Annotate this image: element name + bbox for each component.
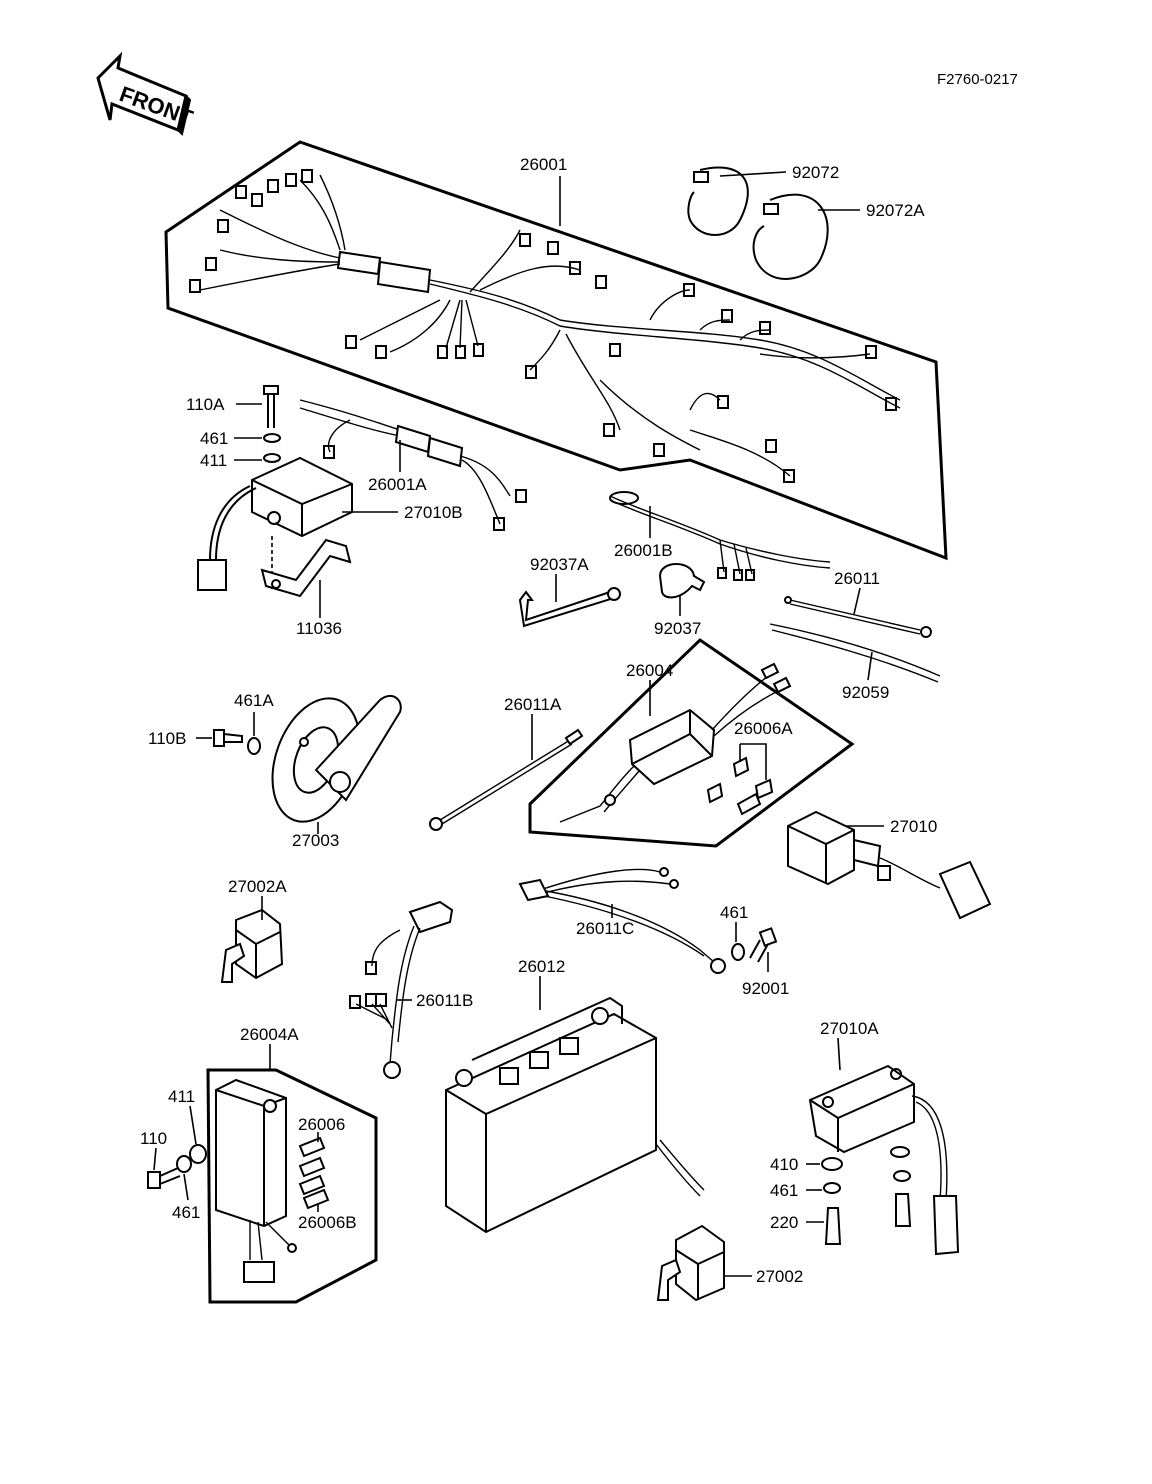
fuse-26006B [298, 1174, 330, 1210]
label-26001B: 26001B [614, 541, 673, 560]
leader-26011 [853, 587, 861, 615]
leader-411-bot [189, 1105, 197, 1145]
fuse-26006A [706, 756, 774, 816]
leader-110 [153, 1147, 157, 1171]
label-411-top: 411 [200, 451, 227, 470]
document-code: F2760-0217 [937, 71, 1018, 88]
label-461A: 461A [234, 691, 274, 710]
label-26004A: 26004A [240, 1025, 299, 1044]
label-92037: 92037 [654, 619, 701, 638]
nut-461A [247, 737, 261, 755]
label-92072A: 92072A [866, 201, 925, 220]
leader-26006A [739, 743, 767, 780]
label-461-bot: 461 [172, 1203, 200, 1222]
washer-461-mid [731, 943, 745, 961]
label-461-mid: 461 [720, 903, 748, 922]
label-410: 410 [770, 1155, 798, 1174]
washer-411-bot [189, 1144, 207, 1164]
label-26001A: 26001A [368, 475, 427, 494]
label-110A: 110A [186, 395, 225, 414]
washer-461-top [263, 433, 281, 443]
label-26006A: 26006A [734, 719, 793, 738]
tube-92059 [769, 623, 941, 683]
label-411-bot: 411 [168, 1087, 195, 1106]
band-92072 [687, 166, 749, 236]
label-27010A: 27010A [820, 1019, 879, 1038]
horn-27003 [271, 694, 402, 823]
clamp-92037 [658, 563, 706, 599]
washer-411-top [263, 453, 281, 463]
clamp-92037A [518, 587, 621, 628]
label-26011C: 26011C [576, 919, 634, 938]
label-27002A: 27002A [228, 877, 287, 896]
sub-harness-26001B [609, 491, 831, 581]
ignitor-26004A-group-outline [206, 1068, 378, 1304]
bolt-92001 [749, 927, 778, 963]
label-26011: 26011 [834, 569, 880, 588]
label-27003: 27003 [292, 831, 339, 850]
sub-harness-26001A [299, 399, 527, 531]
ignitor-26004A [215, 1078, 297, 1283]
label-92001: 92001 [742, 979, 789, 998]
ground-wire-26011 [784, 596, 932, 638]
label-92037A: 92037A [530, 555, 589, 574]
hardware-set-right [890, 1146, 912, 1227]
main-harness-group-outline [164, 140, 948, 561]
leader-92059 [867, 651, 873, 681]
leader-461-bot [183, 1173, 189, 1201]
nut-461-bot [176, 1155, 192, 1173]
relay-27002 [656, 1224, 725, 1302]
label-26011B: 26011B [416, 991, 473, 1010]
label-26006B: 26006B [298, 1213, 357, 1232]
regulator-27010A [808, 1064, 960, 1256]
label-461-br: 461 [770, 1181, 798, 1200]
washer-410 [821, 1157, 843, 1171]
label-26011A: 26011A [504, 695, 562, 714]
label-26006: 26006 [298, 1115, 345, 1134]
bolt-220 [824, 1207, 842, 1245]
leader-92072 [719, 171, 787, 177]
bolt-110 [147, 1167, 181, 1189]
label-27010: 27010 [890, 817, 937, 836]
label-27010B: 27010B [404, 503, 463, 522]
label-26001: 26001 [520, 155, 567, 174]
bracket-11036 [260, 538, 352, 598]
fuse-26006 [298, 1136, 326, 1178]
band-92072A [752, 193, 829, 280]
label-110B: 110B [148, 729, 186, 748]
battery-26012 [445, 996, 705, 1234]
relay-27002A [220, 908, 284, 983]
ignitor-26004 [559, 662, 792, 823]
label-92072: 92072 [792, 163, 839, 182]
wire-assy-26011B [349, 900, 454, 1079]
bolt-110B [213, 729, 243, 747]
washer-461-br [823, 1182, 841, 1194]
label-92059: 92059 [842, 683, 889, 702]
leader-27010A [837, 1037, 841, 1071]
label-27002: 27002 [756, 1267, 803, 1286]
main-wiring-harness [189, 169, 901, 483]
regulator-27010 [787, 810, 992, 920]
relay-27010B [197, 456, 353, 591]
label-11036: 11036 [296, 619, 342, 638]
battery-cable-26011C [518, 867, 726, 974]
ground-wire-26011A [429, 728, 584, 831]
label-26004: 26004 [626, 661, 673, 680]
label-26012: 26012 [518, 957, 565, 976]
front-arrow-icon: FRONT [96, 51, 197, 136]
ignitor-group-outline [528, 638, 855, 848]
label-461-top: 461 [200, 429, 228, 448]
label-220: 220 [770, 1213, 798, 1232]
label-110: 110 [140, 1129, 167, 1148]
bolt-110A [263, 385, 279, 428]
